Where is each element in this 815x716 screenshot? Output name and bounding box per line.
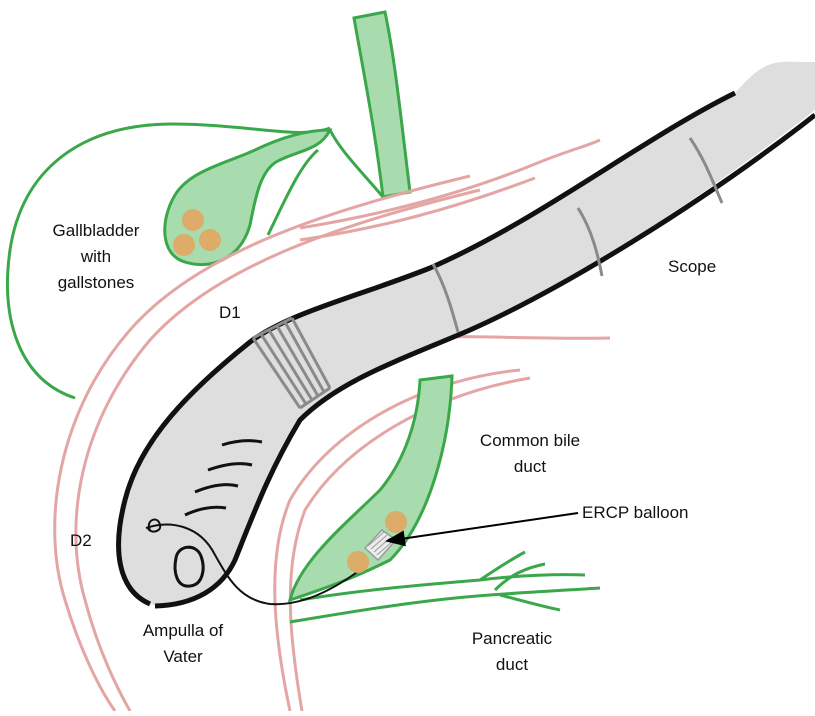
label-ercp-balloon: ERCP balloon bbox=[582, 500, 688, 526]
label-d1: D1 bbox=[219, 300, 241, 326]
gallstone bbox=[199, 229, 221, 251]
gallstone-cbd bbox=[347, 551, 369, 573]
label-d2: D2 bbox=[70, 528, 92, 554]
label-scope: Scope bbox=[668, 254, 716, 280]
pancreatic-branch-3 bbox=[500, 595, 560, 610]
label-gallbladder: Gallbladder with gallstones bbox=[36, 218, 156, 296]
gallstone-cbd bbox=[385, 511, 407, 533]
label-common-bile-duct: Common bile duct bbox=[470, 428, 590, 480]
scope-tip-window bbox=[175, 547, 203, 586]
gallstone bbox=[173, 234, 195, 256]
label-ampulla: Ampulla of Vater bbox=[128, 618, 238, 670]
gallstone bbox=[182, 209, 204, 231]
hepatic-duct bbox=[354, 12, 410, 197]
label-pancreatic-duct: Pancreatic duct bbox=[452, 626, 572, 678]
